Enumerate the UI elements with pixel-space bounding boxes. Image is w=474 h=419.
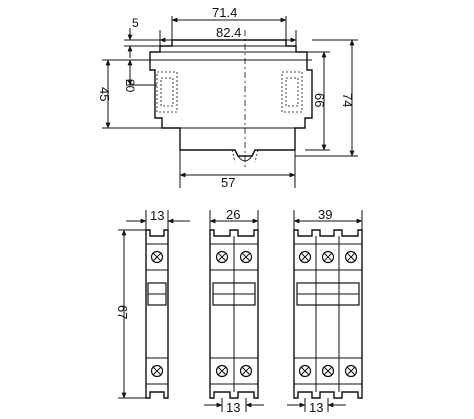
dim-label-20: 20	[123, 79, 137, 93]
dim-label-74: 74	[340, 93, 355, 107]
side-view: 71.4 82.4 5 20 45	[97, 5, 358, 190]
dim-label-26: 26	[226, 207, 240, 222]
dimension-57: 57	[179, 150, 296, 190]
dim-label-67: 67	[115, 305, 130, 319]
dim-label-71-4: 71.4	[212, 5, 237, 20]
dim-label-57: 57	[221, 175, 235, 190]
dimension-45: 45	[97, 59, 162, 129]
dimension-71-4: 71.4	[171, 5, 287, 40]
side-view-body	[149, 30, 313, 168]
front-view-2-pole: 26 13	[204, 207, 264, 415]
dim-label-13-bottom: 13	[226, 400, 240, 414]
dimension-82-4: 82.4	[159, 25, 297, 46]
dim-label-66: 66	[312, 93, 327, 107]
front-view-3-pole: 39 13	[287, 207, 363, 415]
dim-label-39: 39	[318, 207, 332, 222]
front-view-1-pole: 13 67	[115, 208, 190, 399]
dim-label-45: 45	[97, 87, 112, 101]
dim-label-82-4: 82.4	[216, 25, 241, 40]
dimension-5: 5	[124, 16, 160, 58]
dimension-66: 66	[296, 51, 330, 151]
dimension-20: 20	[123, 59, 157, 93]
dimension-74: 74	[295, 39, 358, 157]
dim-label-13-bottom: 13	[309, 400, 323, 414]
dim-label-13-top: 13	[150, 208, 164, 223]
breaker-pole	[145, 229, 169, 399]
dim-label-5: 5	[132, 16, 139, 30]
